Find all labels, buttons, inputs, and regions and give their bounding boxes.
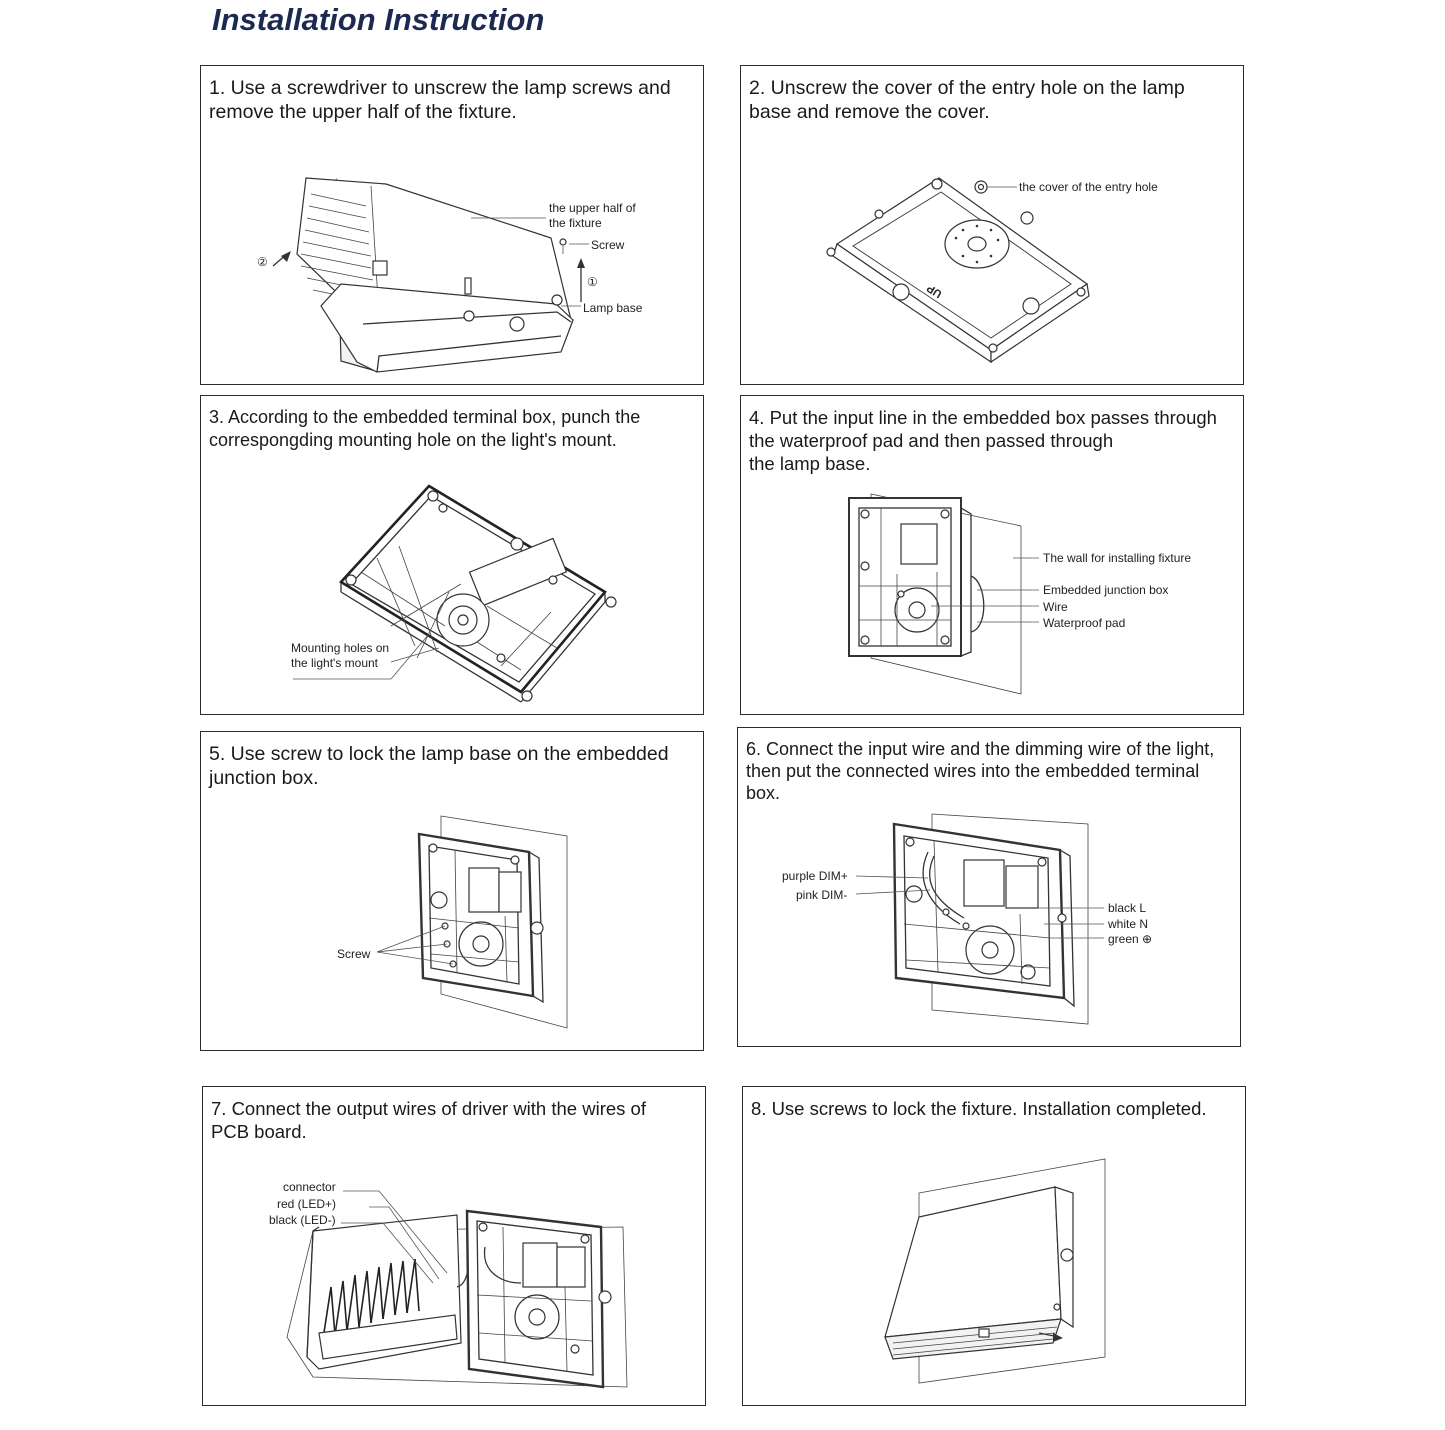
- step-2-panel: 2. Unscrew the cover of the entry hole o…: [740, 65, 1244, 385]
- lamp-base-drawing: UP: [826, 177, 1090, 364]
- step-6-diagram: purple DIM+ pink DIM- black L white N gr…: [782, 813, 1152, 1025]
- fixture-drawing: [296, 177, 574, 373]
- label-screw: Screw: [337, 947, 371, 961]
- label-connector: connector: [283, 1180, 336, 1194]
- step-3-diagram: Mounting holes on the light's mount: [291, 484, 617, 703]
- step-4-text: 4. Put the input line in the embedded bo…: [749, 407, 1217, 474]
- step-8-panel: 8. Use screws to lock the fixture. Insta…: [742, 1086, 1246, 1406]
- lamp-base-drawing: [465, 1209, 612, 1389]
- step-7-diagram: connector red (LED+) black (LED-): [269, 1180, 628, 1389]
- step-3-text: 3. According to the embedded terminal bo…: [209, 407, 641, 450]
- page-title: Installation Instruction: [212, 2, 545, 37]
- step-2-diagram: UP the cover of the entry hole: [826, 177, 1158, 364]
- junction-fixture-drawing: [848, 497, 985, 657]
- label-pad: Waterproof pad: [1043, 616, 1125, 630]
- screw-icon: [598, 1290, 612, 1304]
- step-5-panel: 5. Use screw to lock the lamp base on th…: [200, 731, 704, 1051]
- label-screw: Screw: [591, 238, 625, 252]
- step-2-text: 2. Unscrew the cover of the entry hole o…: [749, 77, 1185, 123]
- step-4-diagram: The wall for installing fixture Embedded…: [848, 493, 1191, 695]
- label-wire: Wire: [1043, 600, 1068, 614]
- step-5-diagram: Screw: [337, 815, 568, 1029]
- leader-screw-2: [376, 943, 448, 953]
- screw-icon: [530, 921, 544, 935]
- leader-purple: [855, 875, 929, 879]
- label-cover: the cover of the entry hole: [1019, 180, 1158, 194]
- step-5-text: 5. Use screw to lock the lamp base on th…: [209, 743, 669, 789]
- leader-mounting-1: [390, 647, 440, 663]
- step-7-panel: 7. Connect the output wires of driver wi…: [202, 1086, 706, 1406]
- installed-fixture-drawing: [884, 1186, 1074, 1360]
- step-1-diagram: the upper half of the fixture Screw ① ② …: [257, 177, 643, 373]
- fixture-cover-drawing: [306, 1214, 486, 1370]
- step-6-panel: 6. Connect the input wire and the dimmin…: [737, 727, 1241, 1047]
- leader-screw-3: [376, 951, 454, 965]
- step-7-text: 7. Connect the output wires of driver wi…: [211, 1098, 646, 1142]
- label-mounting-1: Mounting holes on: [291, 641, 389, 655]
- label-junction: Embedded junction box: [1043, 583, 1168, 597]
- label-red: red (LED+): [277, 1197, 336, 1211]
- leader-pink: [855, 889, 931, 895]
- label-arrow-1: ①: [587, 275, 598, 289]
- label-purple: purple DIM+: [782, 869, 848, 883]
- label-arrow-2: ②: [257, 255, 268, 269]
- step-8-text: 8. Use screws to lock the fixture. Insta…: [751, 1098, 1207, 1119]
- leader-mounting-2: [390, 633, 430, 680]
- label-wall: The wall for installing fixture: [1043, 551, 1191, 565]
- step-6-text: 6. Connect the input wire and the dimmin…: [746, 739, 1215, 803]
- lamp-base-drawing: [892, 822, 1075, 1008]
- leader-connector: [343, 1190, 448, 1274]
- step-1-text: 1. Use a screwdriver to unscrew the lamp…: [209, 77, 671, 123]
- leader-red: [369, 1206, 440, 1280]
- light-mount-drawing: [338, 484, 617, 703]
- label-white: white N: [1107, 917, 1148, 931]
- step-8-diagram: [884, 1158, 1106, 1384]
- screw-icon: [1060, 1248, 1074, 1262]
- label-green: green ⊕: [1108, 932, 1152, 946]
- label-mounting-2: the light's mount: [291, 656, 379, 670]
- label-black-led: black (LED-): [269, 1213, 336, 1227]
- label-upper-half-2: the fixture: [549, 216, 602, 230]
- screw-icon: [559, 238, 567, 246]
- label-pink: pink DIM-: [796, 888, 847, 902]
- step-3-panel: 3. According to the embedded terminal bo…: [200, 395, 704, 715]
- lamp-base-drawing: [417, 832, 544, 1004]
- leader-black-led: [341, 1222, 434, 1284]
- leader-screw-1: [376, 925, 446, 953]
- label-lamp-base: Lamp base: [583, 301, 643, 315]
- step-4-panel: 4. Put the input line in the embedded bo…: [740, 395, 1244, 715]
- label-upper-half-1: the upper half of: [549, 201, 636, 215]
- label-black: black L: [1108, 901, 1146, 915]
- installation-wall: [286, 1226, 628, 1388]
- step-1-panel: 1. Use a screwdriver to unscrew the lamp…: [200, 65, 704, 385]
